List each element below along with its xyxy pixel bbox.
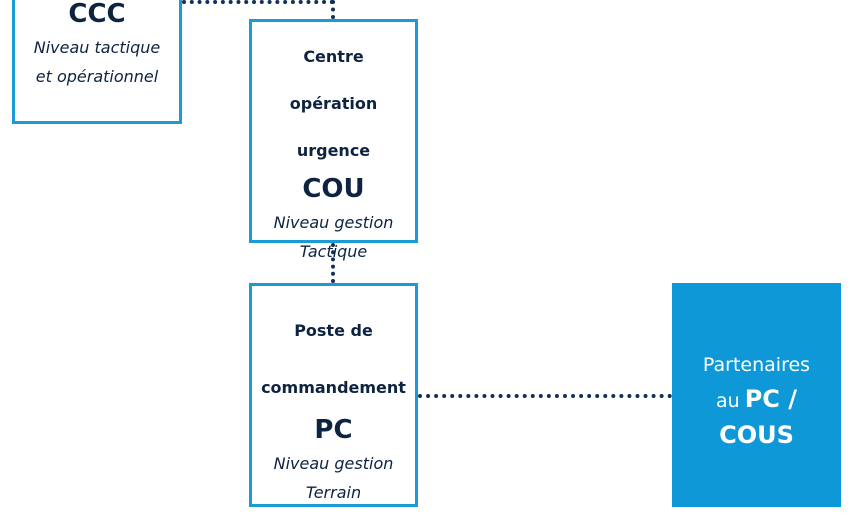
- ccc-level-line-2: et opérationnel: [35, 67, 159, 86]
- pc-level-line-1: Niveau gestion: [273, 454, 394, 473]
- cou-level-line-1: Niveau gestion: [273, 213, 394, 232]
- connector-ccc-to-cou-horizontal: [182, 0, 334, 4]
- partners-line-2: au PC /: [675, 382, 838, 418]
- partners-label: Partenaires au PC / COUS: [675, 348, 838, 452]
- connector-pc-to-partners: [418, 394, 672, 398]
- partners-line-3: COUS: [719, 421, 794, 449]
- pc-title-line-2: commandement: [261, 378, 406, 397]
- ccc-box: CCC Niveau tactique et opérationnel: [12, 0, 182, 124]
- cou-level-line-2: Tactique: [299, 242, 368, 261]
- cou-acronym: COU: [302, 174, 365, 204]
- pc-box: Poste de commandement PC Niveau gestion …: [249, 283, 418, 507]
- cou-title-line-3: urgence: [296, 141, 371, 160]
- partners-line-2-main: PC /: [744, 385, 798, 413]
- pc-acronym: PC: [314, 415, 353, 445]
- cou-box: Centre opération urgence COU Niveau gest…: [249, 19, 418, 261]
- connector-cou-to-pc: [331, 243, 335, 283]
- partners-line-2-prefix: au: [715, 390, 740, 412]
- partners-box: Partenaires au PC / COUS: [672, 283, 841, 507]
- connector-ccc-to-cou-vertical: [331, 0, 335, 19]
- pc-level-line-2: Terrain: [305, 483, 362, 502]
- partners-line-1: Partenaires: [702, 354, 811, 376]
- ccc-acronym: CCC: [68, 0, 126, 29]
- cou-title-line-2: opération: [289, 94, 378, 113]
- cou-title-line-1: Centre: [303, 47, 364, 66]
- pc-title-line-1: Poste de: [294, 321, 373, 340]
- ccc-level-line-1: Niveau tactique: [33, 38, 161, 57]
